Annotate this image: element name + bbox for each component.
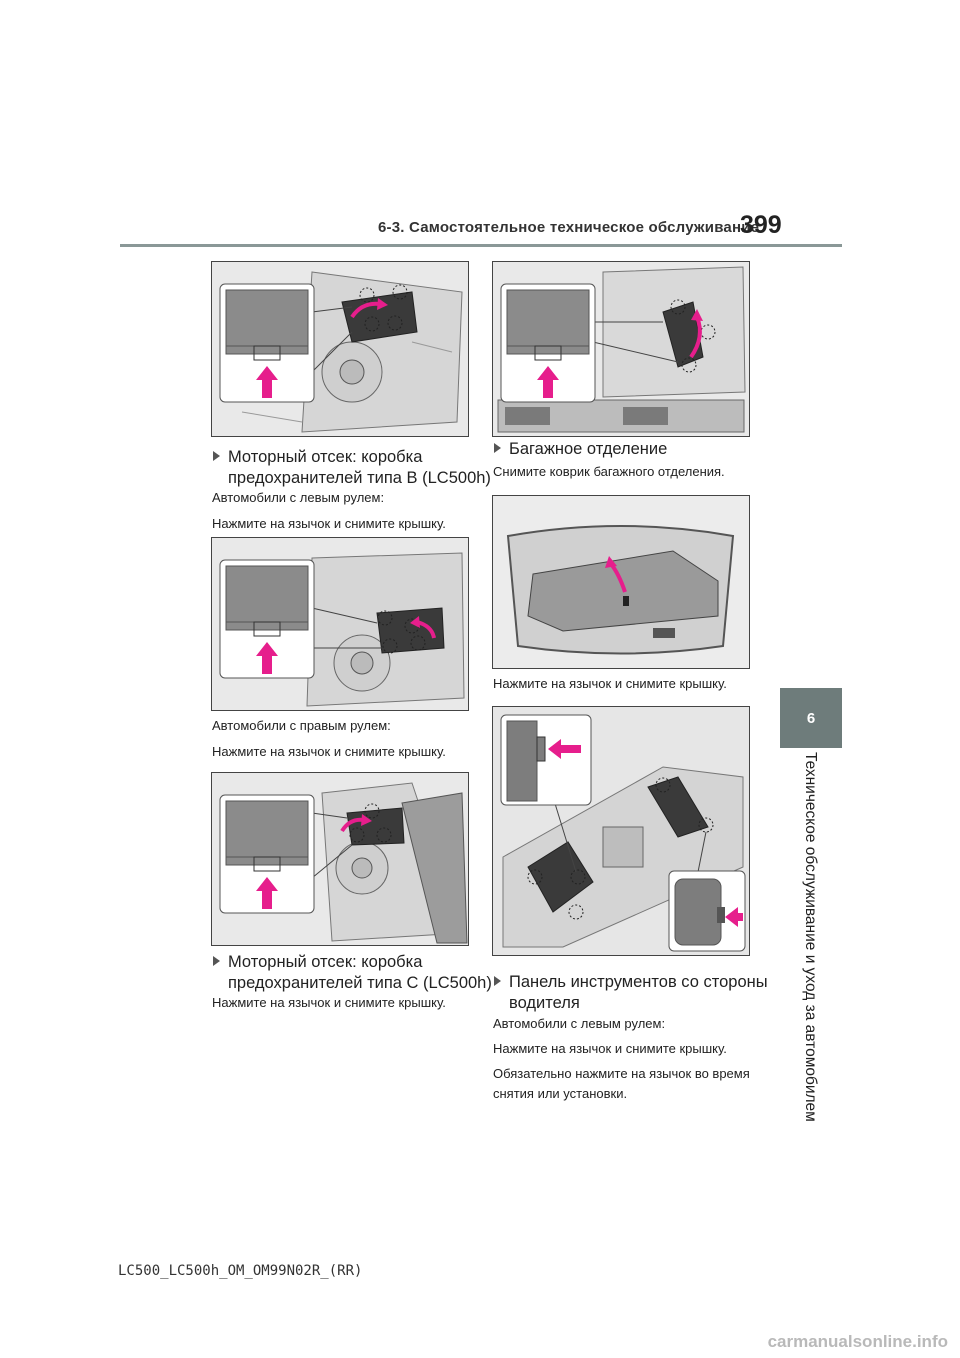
chapter-tab[interactable]: 6 (780, 688, 842, 748)
figure-luggage-mat (492, 495, 750, 669)
paragraph-press-tab-2: Нажмите на язычок и снимите крышку. (212, 744, 446, 759)
footer-code: LC500_LC500h_OM_OM99N02R_(RR) (118, 1263, 363, 1279)
paragraph-caution-line2: снятия или установки. (493, 1086, 628, 1101)
figure-engine-fusebox-c (211, 772, 469, 946)
figure-engine-fusebox-b-rhd (211, 537, 469, 711)
chapter-number: 6 (806, 710, 816, 727)
header-divider (120, 244, 842, 247)
figure-instrument-panel (492, 706, 750, 956)
chapter-title: Техническое обслуживание и уход за автом… (802, 752, 819, 1122)
paragraph-remove-mat: Снимите коврик багажного отделения. (493, 464, 725, 479)
figure-luggage-fusebox (492, 261, 750, 437)
paragraph-lhd-2: Автомобили с левым рулем: (493, 1016, 666, 1031)
paragraph-press-tab: Нажмите на язычок и снимите крышку. (212, 516, 446, 531)
section-title: 6-3. Самостоятельное техническое обслужи… (378, 219, 760, 236)
paragraph-press-tab-3: Нажмите на язычок и снимите крышку. (212, 995, 446, 1010)
paragraph-rhd: Автомобили с правым рулем: (212, 718, 391, 733)
watermark[interactable]: carmanualsonline.info (767, 1332, 948, 1351)
figure-engine-fusebox-b-lhd (211, 261, 469, 437)
paragraph-caution-line1: Обязательно нажмите на язычок во время (493, 1066, 750, 1081)
paragraph-press-tab-5: Нажмите на язычок и снимите крышку. (493, 1041, 727, 1056)
heading-luggage-compartment: Багажное отделение (494, 439, 667, 460)
bullet-triangle-icon (213, 451, 220, 461)
paragraph-lhd: Автомобили с левым рулем: (212, 490, 385, 505)
bullet-triangle-icon (494, 443, 501, 453)
heading-instrument-panel: Панель инструментов со стороны водителя (494, 972, 768, 1014)
page-number: 399 (740, 211, 782, 239)
bullet-triangle-icon (494, 976, 501, 986)
heading-engine-fusebox-c: Моторный отсек: коробка предохранителей … (213, 952, 492, 994)
paragraph-press-tab-4: Нажмите на язычок и снимите крышку. (493, 676, 727, 691)
bullet-triangle-icon (213, 956, 220, 966)
heading-engine-fusebox-b: Моторный отсек: коробка предохранителей … (213, 447, 491, 489)
